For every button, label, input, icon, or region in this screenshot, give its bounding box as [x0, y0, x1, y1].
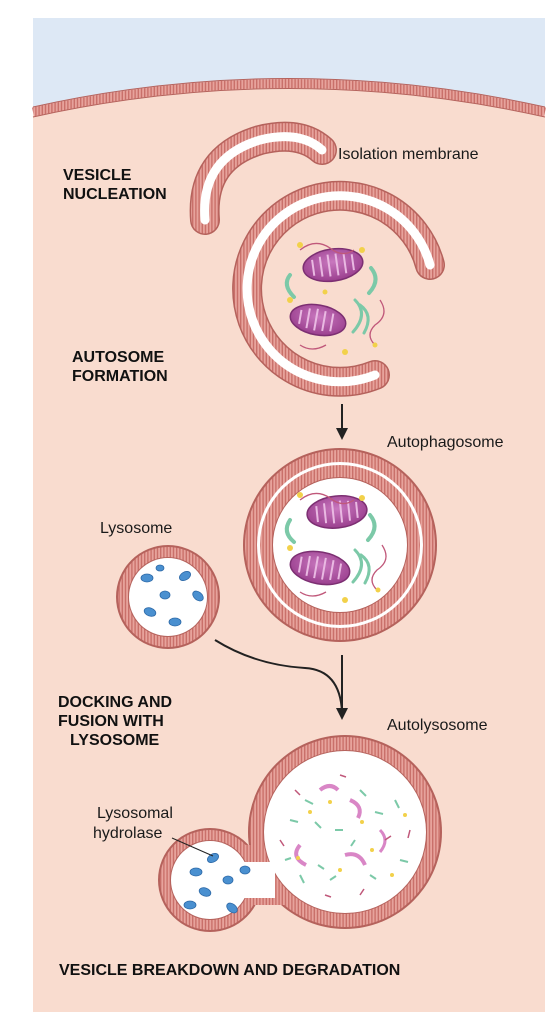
stage-vesicle-nucleation: NUCLEATION — [63, 186, 167, 203]
stage-docking-fusion: FUSION WITH — [58, 713, 164, 730]
plasma-membrane — [32, 79, 546, 117]
stage-vesicle-breakdown: VESICLE BREAKDOWN AND DEGRADATION — [59, 962, 400, 979]
label-lysosomal-hydrolase: hydrolase — [93, 825, 162, 842]
hydrolase-icon — [140, 564, 204, 627]
autolysosome — [158, 735, 442, 932]
hydrolase-icon — [183, 853, 251, 914]
arrow-down-icon — [336, 404, 348, 440]
stage-autosome-formation: FORMATION — [72, 368, 168, 385]
degraded-debris — [279, 774, 411, 898]
mitochondrion-icon — [289, 550, 351, 586]
label-lysosomal-hydrolase: Lysosomal — [97, 805, 173, 822]
lysosome — [116, 545, 220, 649]
isolation-membrane-crescent — [232, 180, 445, 397]
mitochondrion-icon — [306, 495, 368, 529]
label-isolation-membrane: Isolation membrane — [338, 146, 479, 163]
label-lysosome: Lysosome — [100, 520, 172, 537]
mitochondrion-icon — [289, 303, 347, 337]
hydrolase-pointer — [171, 837, 214, 857]
mitochondrion-icon — [302, 247, 364, 283]
stage-docking-fusion: LYSOSOME — [70, 732, 160, 749]
label-autolysosome: Autolysosome — [387, 717, 488, 734]
arrow-fusion-icon — [214, 639, 348, 720]
autophagosome — [243, 448, 437, 642]
stage-vesicle-nucleation: VESICLE — [63, 167, 132, 184]
cargo-formation — [284, 242, 385, 355]
isolation-membrane-cup — [189, 121, 337, 235]
stage-autosome-formation: AUTOSOME — [72, 349, 164, 366]
label-autophagosome: Autophagosome — [387, 434, 504, 451]
stage-docking-fusion: DOCKING AND — [58, 694, 172, 711]
